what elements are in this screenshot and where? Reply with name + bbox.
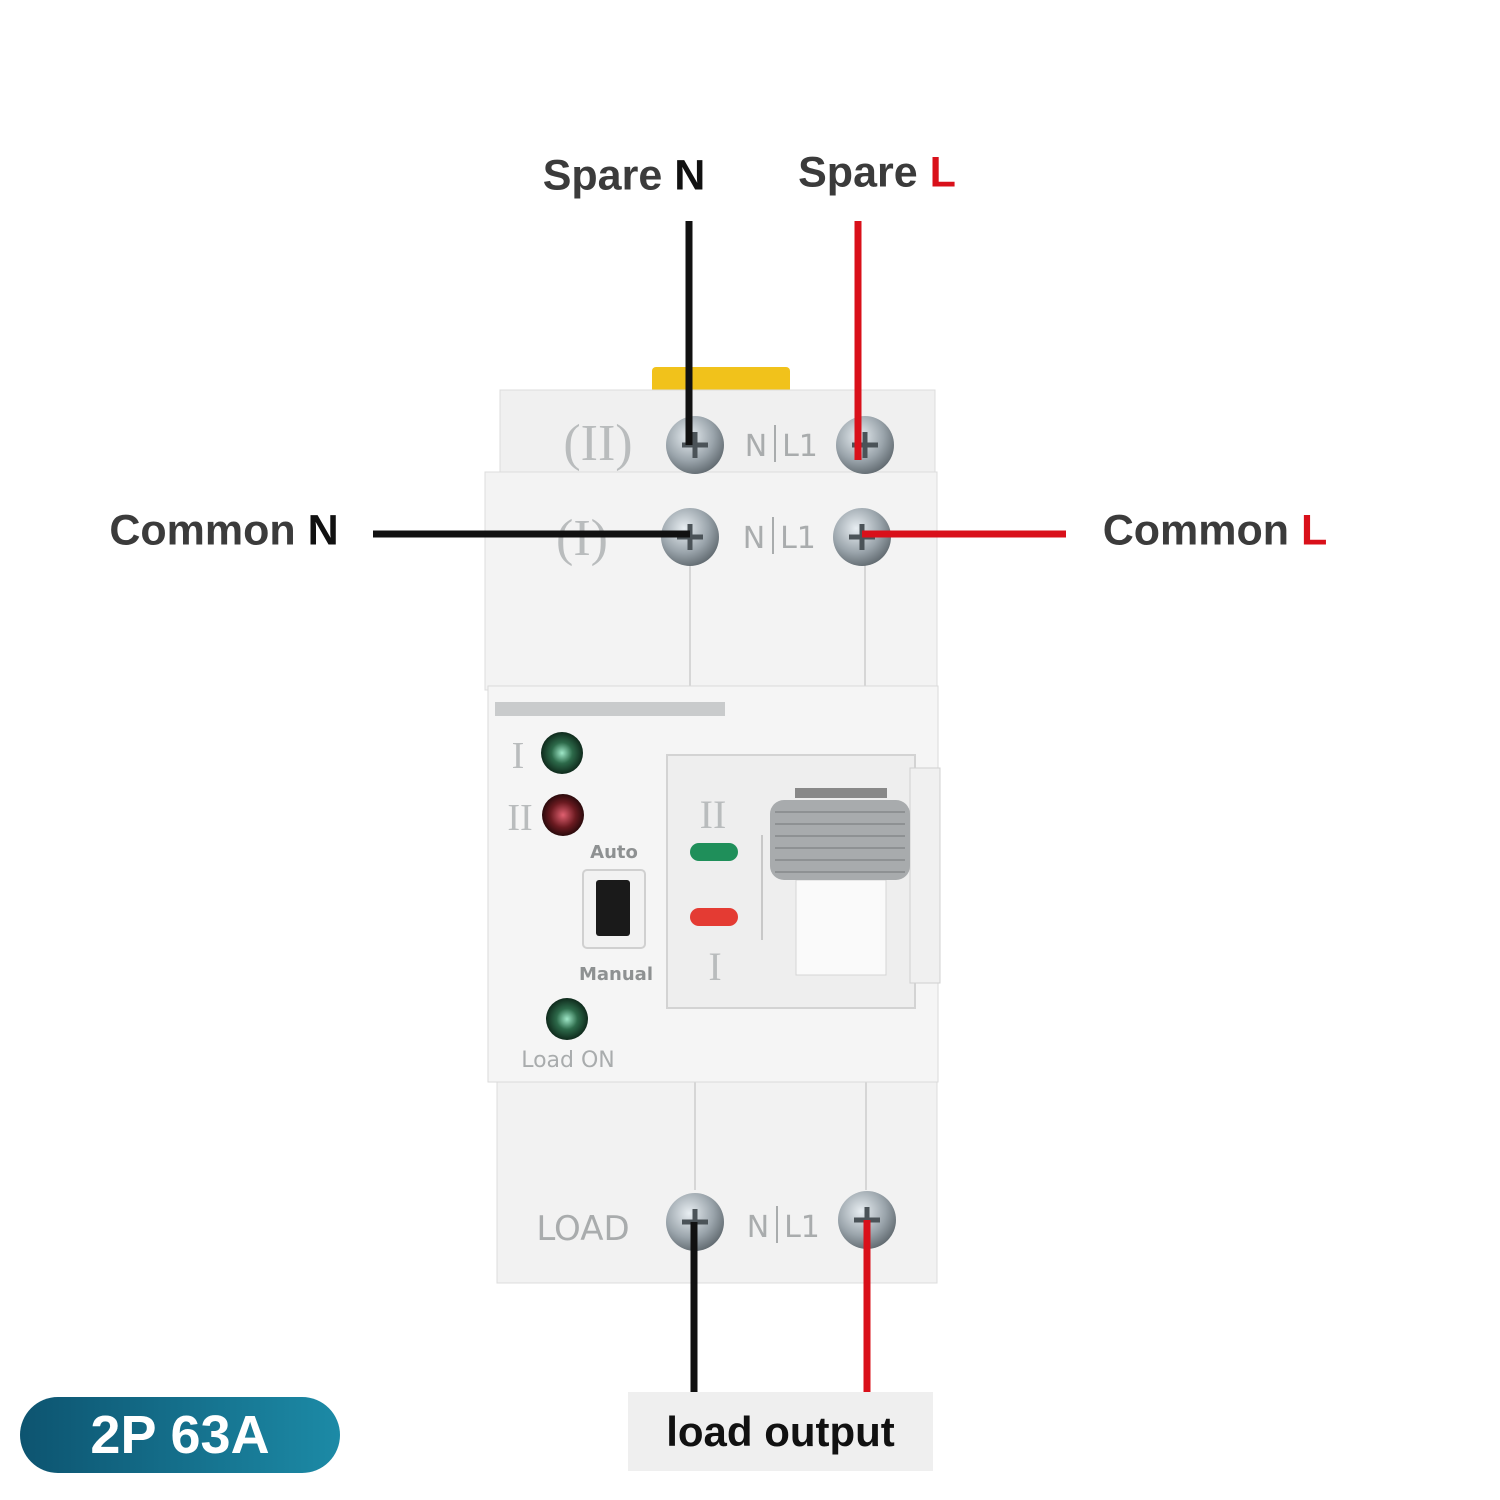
module-source-1	[484, 471, 938, 691]
indicator-1-label: I	[512, 735, 525, 777]
label-letter: N	[307, 506, 339, 555]
spare-l-label: Spare L	[798, 149, 956, 198]
module-load	[496, 1077, 938, 1284]
led-source-1-icon	[541, 732, 583, 774]
label-word: Spare	[542, 151, 663, 200]
load-mark: LOAD	[536, 1209, 629, 1249]
label-word: Common	[1102, 506, 1290, 555]
auto-manual-switch[interactable]	[596, 880, 630, 936]
terminal-n-label: N	[745, 429, 767, 464]
red-position-indicator	[690, 908, 738, 926]
led-load-on-icon	[546, 998, 588, 1040]
rating-badge: 2P 63A	[20, 1397, 340, 1473]
label-letter: L	[929, 148, 956, 197]
common-l-label: Common L	[1103, 507, 1328, 556]
manual-label: Manual	[579, 964, 653, 985]
load-output-label: load output	[628, 1392, 933, 1471]
auto-label: Auto	[590, 842, 638, 863]
terminal-n-label: N	[747, 1210, 769, 1245]
common-n-label: Common N	[109, 507, 338, 556]
terminal-l1-label: L1	[780, 521, 816, 556]
indicator-2-label: II	[507, 797, 532, 839]
transfer-knob[interactable]	[770, 800, 910, 880]
label-word: Spare	[798, 148, 918, 197]
source-2-mark: (II)	[563, 415, 632, 472]
label-letter: N	[674, 151, 706, 200]
switch-bottom-label: I	[708, 944, 721, 989]
terminal-l1-label: L1	[784, 1210, 820, 1245]
spare-n-label: Spare N	[543, 152, 706, 201]
source-1-mark: (I)	[556, 510, 608, 567]
label-word: Common	[109, 506, 296, 555]
screw-icon	[666, 416, 724, 474]
terminal-n-label: N	[743, 521, 765, 556]
load-on-label: Load ON	[521, 1048, 615, 1073]
din-clip	[652, 367, 790, 393]
screw-icon	[836, 416, 894, 474]
led-source-2-icon	[542, 794, 584, 836]
green-position-indicator	[690, 843, 738, 861]
switch-top-label: II	[700, 792, 727, 837]
label-letter: L	[1301, 506, 1328, 555]
terminal-l1-label: L1	[782, 429, 818, 464]
